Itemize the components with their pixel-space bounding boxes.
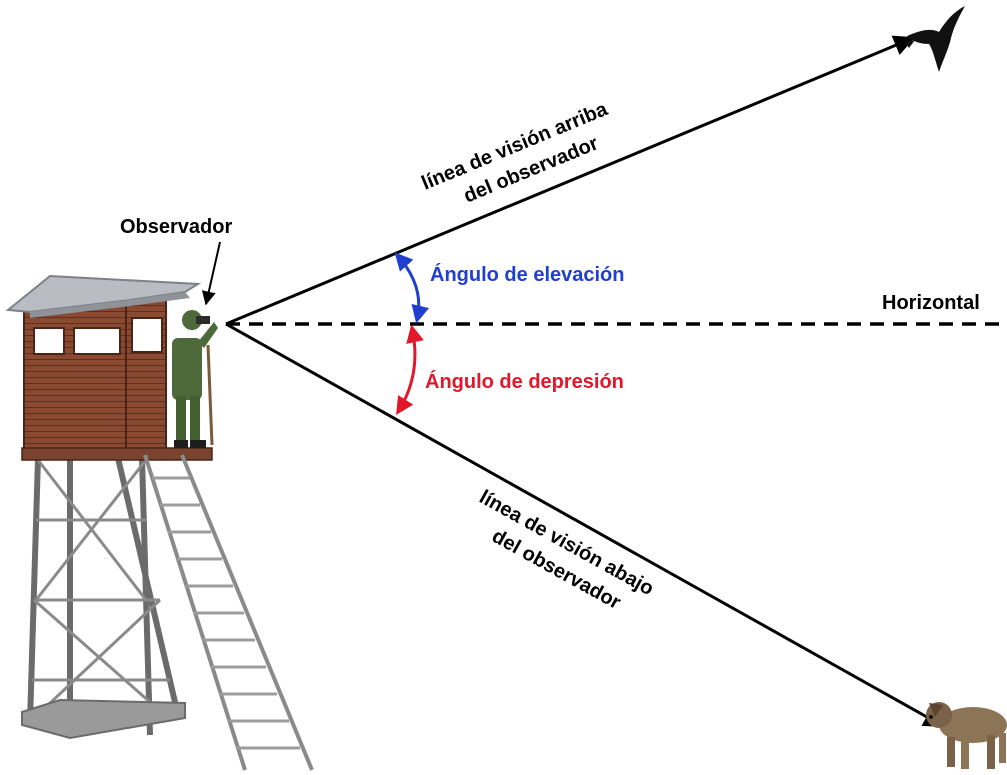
bird-icon: [905, 6, 965, 72]
observer-pointer-arrow: [201, 241, 221, 306]
soldier-icon: [172, 310, 218, 448]
watchtower-icon: [5, 274, 314, 771]
depression-angle-arc: [396, 324, 424, 416]
dog-icon: [926, 702, 1007, 769]
lower-sight-line: [225, 322, 945, 728]
elevation-angle-arc: [394, 252, 430, 324]
upper-sight-line: [225, 35, 915, 326]
depression-angle-label: Ángulo de depresión: [425, 370, 624, 393]
observer-label: Observador: [120, 216, 232, 238]
horizontal-label: Horizontal: [882, 292, 980, 314]
elevation-angle-label: Ángulo de elevación: [430, 263, 624, 286]
